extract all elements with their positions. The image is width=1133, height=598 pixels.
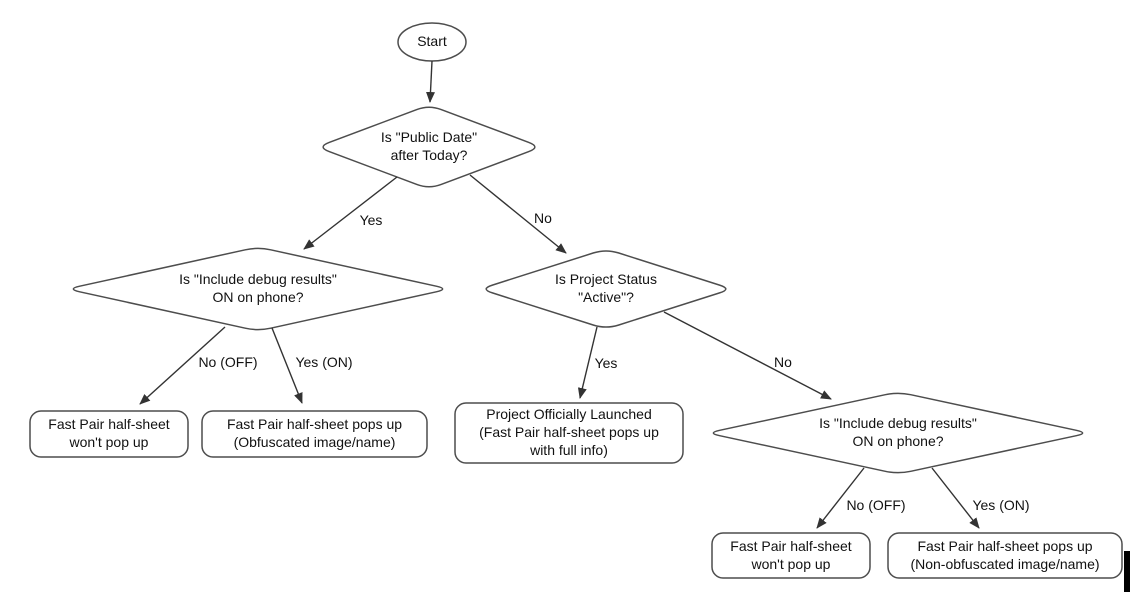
edge-public-date-yes: [303, 176, 398, 250]
edge-debug-left-yes: [271, 327, 303, 404]
outcome-non-obfuscated: [887, 532, 1123, 579]
outcome-no-popup-right: [711, 532, 871, 579]
decision-debug-left: [72, 247, 444, 331]
outcome-no-popup-left: [29, 410, 189, 458]
edge-start-to-public-date: [425, 60, 435, 103]
edge-debug-right-no: [816, 467, 865, 529]
edge-debug-right-yes: [931, 467, 980, 529]
edge-public-date-no: [469, 174, 567, 254]
decision-public-date: [322, 106, 536, 188]
start-node: [397, 22, 467, 62]
decision-debug-right: [712, 392, 1084, 474]
decision-project-status: [485, 250, 727, 328]
outcome-obfuscated: [201, 410, 428, 458]
outcome-launched: [454, 402, 684, 464]
edge-debug-left-no: [139, 326, 226, 405]
edge-project-status-no: [663, 311, 832, 400]
text-cursor-artifact: [1124, 551, 1130, 592]
edge-project-status-yes: [577, 326, 598, 399]
